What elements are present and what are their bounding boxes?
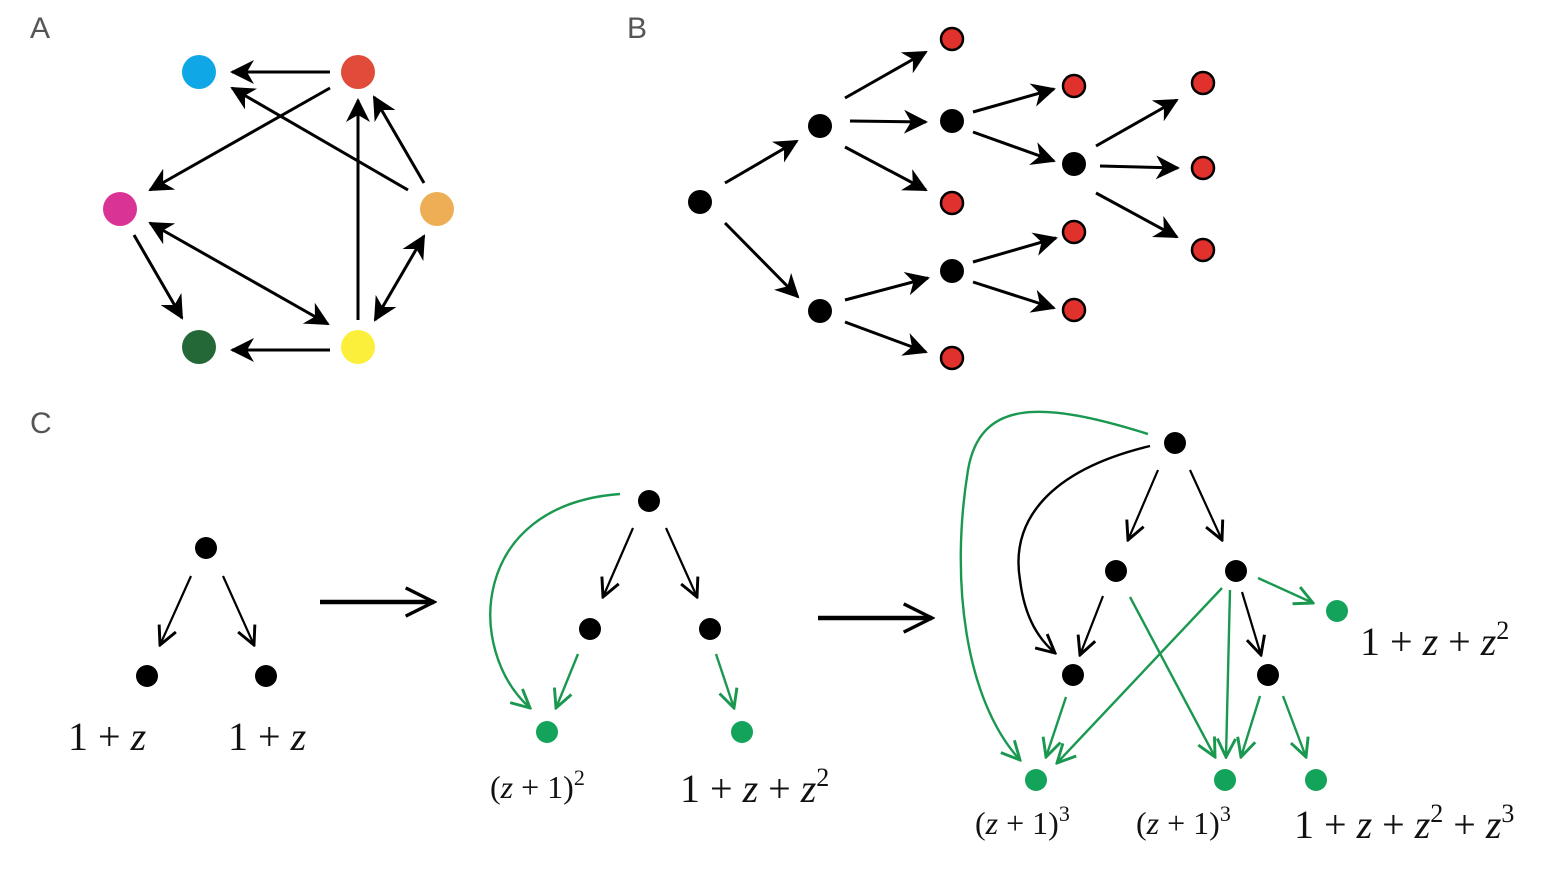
edge-b	[844, 145, 928, 192]
node-black	[1164, 432, 1186, 454]
node-black	[195, 537, 217, 559]
edge-b	[1095, 98, 1179, 148]
edge-b	[972, 280, 1056, 313]
edge-b	[972, 83, 1056, 114]
node-black	[1062, 664, 1084, 686]
node-yellow	[341, 330, 375, 364]
panel-b-tree	[688, 26, 1216, 371]
edge-green	[1128, 596, 1215, 757]
node-red-leaf	[1190, 155, 1216, 181]
node-black	[940, 109, 964, 133]
edge-c2	[603, 527, 635, 597]
node-orange	[420, 192, 454, 226]
panel-label-b: B	[627, 12, 647, 45]
panel-label-a: A	[30, 12, 50, 45]
edge-c1	[160, 575, 193, 645]
edge-green	[1226, 589, 1230, 757]
node-green	[1326, 600, 1348, 622]
edge-b	[972, 130, 1056, 165]
node-black	[1225, 560, 1247, 582]
stage1-right-poly: 1 + z	[228, 714, 307, 759]
node-black	[808, 299, 832, 323]
panel-a-graph	[103, 55, 454, 364]
stage3-bottom-right-poly: 1 + z + z2 + z3	[1294, 799, 1514, 847]
edge-green	[1281, 695, 1306, 757]
edge-magenta-yellow	[148, 221, 330, 326]
edge-b	[724, 139, 799, 185]
edge-b	[844, 272, 930, 302]
edge-green	[1241, 695, 1262, 757]
node-black	[940, 259, 964, 283]
stage2-left-poly: (z + 1)2	[490, 765, 585, 805]
node-red-leaf	[939, 190, 965, 216]
node-black	[688, 190, 712, 214]
node-green	[1025, 769, 1047, 791]
edge-b	[1095, 191, 1179, 239]
edge-green-curve	[489, 492, 621, 708]
edge-c3	[1128, 469, 1160, 540]
node-black	[1257, 664, 1279, 686]
node-red-leaf	[939, 26, 965, 52]
edge-b	[844, 50, 928, 100]
edge-green	[1057, 587, 1223, 763]
node-green	[1214, 769, 1236, 791]
node-black	[808, 114, 832, 138]
edge-green	[1257, 576, 1313, 603]
node-black	[699, 618, 721, 640]
edge-c3	[1188, 469, 1222, 540]
node-red-leaf	[939, 345, 965, 371]
panel-c-stage3: 1 + z + z2 (z + 1)3 (z + 1)3 1 + z + z2 …	[959, 410, 1514, 847]
panel-c-stage2: (z + 1)2 1 + z + z2	[489, 490, 829, 811]
edge-green	[714, 653, 734, 708]
edge-yellow-orange	[373, 234, 426, 322]
edge-green	[1046, 696, 1068, 757]
edge-green	[556, 653, 580, 708]
node-red-leaf	[1190, 70, 1216, 96]
stage3-right-poly: 1 + z + z2	[1360, 616, 1509, 664]
edge-orange-to-blue	[230, 86, 409, 192]
node-black	[136, 665, 158, 687]
edge-magenta-to-darkgreen	[132, 234, 184, 320]
stage2-right-poly: 1 + z + z2	[680, 763, 829, 811]
edge-c3	[1240, 591, 1261, 655]
node-red	[341, 55, 375, 89]
edge-b	[849, 109, 928, 134]
node-magenta	[103, 192, 137, 226]
node-blue	[182, 55, 216, 89]
edge-b	[844, 320, 928, 356]
edge-orange-to-red	[372, 95, 426, 184]
node-black	[1105, 560, 1127, 582]
node-black	[255, 665, 277, 687]
edge-b	[972, 232, 1058, 264]
edge-b	[1099, 155, 1180, 180]
panel-label-c: C	[30, 407, 52, 440]
stage1-left-poly: 1 + z	[68, 714, 147, 759]
node-black	[1062, 152, 1086, 176]
edge-red-to-magenta	[148, 86, 331, 192]
node-green	[731, 721, 753, 743]
edge-black-curve	[1017, 444, 1151, 653]
edge-green-curve	[959, 410, 1149, 760]
node-black	[579, 618, 601, 640]
stage3-bottom-left-poly: (z + 1)3	[975, 801, 1070, 841]
node-red-leaf	[1061, 73, 1087, 99]
edge-b	[723, 221, 800, 299]
stage3-bottom-mid-poly: (z + 1)3	[1136, 801, 1231, 841]
node-darkgreen	[182, 330, 216, 364]
edge-c2	[664, 527, 697, 597]
node-red-leaf	[1061, 297, 1087, 323]
node-green	[1305, 769, 1327, 791]
node-black	[638, 490, 660, 512]
panel-c-stage1: 1 + z 1 + z	[68, 537, 307, 759]
node-red-leaf	[1190, 237, 1216, 263]
edge-c1	[221, 575, 254, 645]
node-red-leaf	[1061, 219, 1087, 245]
node-green	[536, 721, 558, 743]
edge-c3	[1080, 595, 1105, 655]
